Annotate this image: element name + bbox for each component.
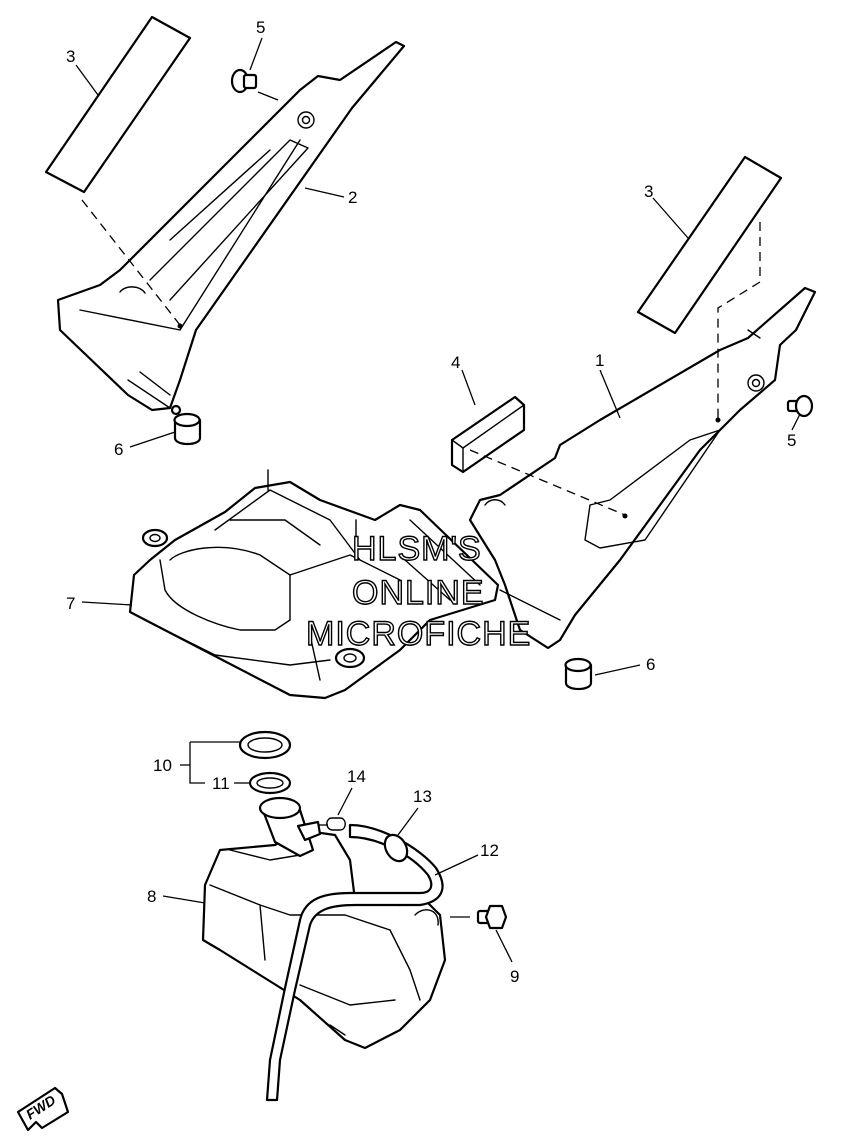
pad-4 <box>450 395 526 474</box>
watermark-line-3: MICROFICHE <box>306 615 531 653</box>
leader-lines <box>75 37 801 963</box>
callout-3-right: 3 <box>644 182 653 201</box>
callout-13: 13 <box>413 787 432 806</box>
watermark-line-2: ONLINE <box>352 574 485 612</box>
pad-3-right <box>636 155 783 335</box>
reservoir-tank-8 <box>201 796 447 1050</box>
screw-5-left <box>230 68 258 94</box>
callout-1: 1 <box>595 351 604 370</box>
callout-4: 4 <box>451 353 460 372</box>
callout-2: 2 <box>348 188 357 207</box>
callout-6-left: 6 <box>114 440 123 459</box>
callout-11: 11 <box>212 774 230 793</box>
callout-7: 7 <box>66 594 75 613</box>
pad-3-upper-left <box>44 15 192 194</box>
hose-12 <box>265 823 444 1102</box>
callout-labels: 3 5 2 6 3 4 1 5 6 7 10 11 14 13 12 8 9 <box>66 18 796 986</box>
cap-10 <box>238 730 292 760</box>
watermark: HLSM'S ONLINE MICROFICHE <box>305 529 531 653</box>
seal-11 <box>248 771 292 795</box>
battery-box-7 <box>128 469 500 700</box>
clamp-13 <box>383 833 409 863</box>
grommet-6-left <box>173 412 202 446</box>
callout-8: 8 <box>147 887 156 906</box>
forward-direction-arrow: FWD <box>16 1086 70 1132</box>
alignment-lines <box>81 199 761 519</box>
side-cover-2-left <box>56 40 406 416</box>
callout-3-upper-left: 3 <box>66 47 75 66</box>
callout-12: 12 <box>480 841 499 860</box>
watermark-line-1: HLSM'S <box>352 530 482 568</box>
callout-5-right: 5 <box>787 431 796 450</box>
side-cover-1-right <box>468 286 817 650</box>
callout-5-upper-left: 5 <box>256 18 265 37</box>
callout-6-right: 6 <box>646 655 655 674</box>
clip-14 <box>318 817 346 831</box>
grommet-6-right <box>564 657 593 691</box>
callout-9: 9 <box>510 967 519 986</box>
callout-14: 14 <box>347 767 366 786</box>
callout-10: 10 <box>153 756 172 775</box>
screw-5-right <box>786 394 814 418</box>
bolt-9 <box>476 904 508 930</box>
